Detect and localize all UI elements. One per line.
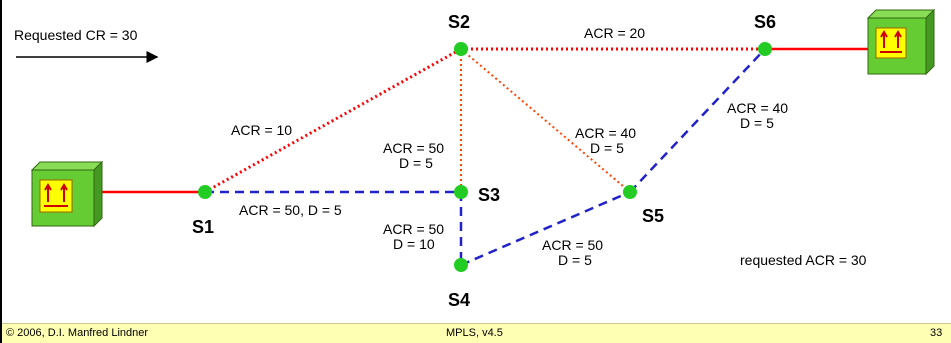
node-s6 [758,42,772,56]
node-s1 [198,185,212,199]
link-s4-s5 [460,190,631,267]
link-s5-s6 [629,48,766,193]
node-s2 [454,42,468,56]
node-label-s5: S5 [642,206,664,226]
label-s3-s4-d: D = 10 [393,236,435,252]
label-s2-s3-d: D = 5 [399,155,433,171]
node-label-s6: S6 [754,12,776,32]
link-s2-s5 [460,48,631,193]
footer-title: MPLS, v4.5 [446,327,503,339]
node-label-s3: S3 [478,185,500,205]
requested-cr-label: Requested CR = 30 [14,27,138,43]
label-s2-s5-d: D = 5 [590,140,624,156]
label-s1-s3: ACR = 50, D = 5 [239,202,342,218]
label-s2-s5-acr: ACR = 40 [575,125,636,141]
label-s2-s6: ACR = 20 [584,25,645,41]
footer-page-number: 33 [930,327,943,339]
network-diagram: Requested CR = 30 S1 S2 S3 S4 S5 [14,8,936,310]
footer-copyright: © 2006, D.I. Manfred Lindner [6,327,149,339]
label-s5-s6-acr: ACR = 40 [727,100,788,116]
requested-acr-label: requested ACR = 30 [740,252,867,268]
label-s5-s6-d: D = 5 [740,115,774,131]
node-label-s4: S4 [448,290,470,310]
host-box-right-icon [866,8,936,76]
node-s4 [454,258,468,272]
host-box-left-icon [30,160,104,228]
label-s1-s2: ACR = 10 [231,122,292,138]
node-label-s2: S2 [448,12,470,32]
label-s3-s4-acr: ACR = 50 [383,221,444,237]
node-s3 [454,185,468,199]
label-s4-s5-d: D = 5 [558,252,592,268]
footer-bar: © 2006, D.I. Manfred Lindner MPLS, v4.5 … [2,323,951,343]
label-s4-s5-acr: ACR = 50 [542,237,603,253]
node-s5 [623,185,637,199]
node-label-s1: S1 [192,217,214,237]
label-s2-s3-acr: ACR = 50 [383,140,444,156]
link-s1-s2 [204,47,462,194]
